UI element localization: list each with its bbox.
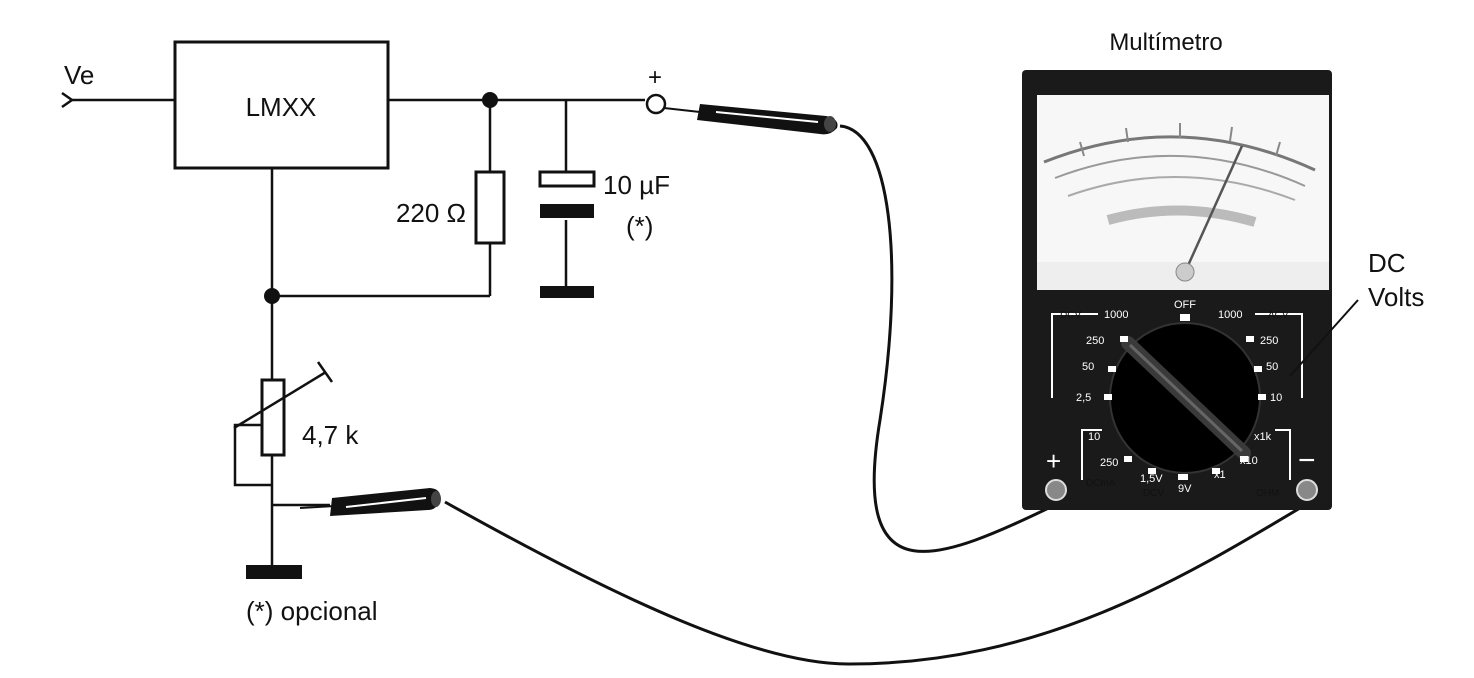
dial-bottom-250: 250	[1100, 457, 1118, 469]
plus-terminal-label: +	[648, 64, 662, 91]
potentiometer	[260, 378, 286, 457]
meter-display	[1037, 95, 1329, 290]
resistor-220	[474, 170, 506, 245]
dial-left-250: 250	[1086, 335, 1104, 347]
dial-x10: x10	[1240, 455, 1258, 467]
junction-mid	[264, 288, 280, 304]
dial-ticks	[1104, 314, 1266, 480]
input-label: Ve	[64, 60, 94, 90]
dial-right-250: 250	[1260, 335, 1278, 347]
mode-label-volts: Volts	[1368, 282, 1424, 312]
capacitor-ground	[540, 286, 594, 298]
dial-x1k: x1k	[1254, 431, 1272, 443]
regulator-block	[173, 40, 390, 170]
dial-bottom-10: 10	[1088, 431, 1100, 443]
mode-callout-line	[1289, 299, 1359, 377]
plus-jack[interactable]	[1045, 479, 1067, 501]
pot-label: 4,7 k	[302, 420, 359, 450]
mode-label-dc: DC	[1368, 248, 1406, 278]
minus-jack[interactable]	[1296, 479, 1318, 501]
dial-left-2-5: 2,5	[1076, 392, 1091, 404]
dial-ohm-tag: OHM	[1256, 488, 1279, 499]
red-probe	[663, 104, 838, 135]
meter-needle	[1184, 145, 1244, 271]
dial-right-50: 50	[1266, 361, 1278, 373]
minus-jack-label: −	[1298, 444, 1316, 477]
black-probe	[299, 488, 441, 516]
dial-off: OFF	[1174, 299, 1196, 311]
output-terminal	[645, 93, 667, 115]
dial-acv-tag: ACV	[1268, 310, 1289, 321]
circuit-wires	[70, 98, 645, 565]
multimeter-title: Multímetro	[1109, 29, 1222, 56]
dial-9v: 9V	[1178, 483, 1192, 495]
resistor-label: 220 Ω	[396, 198, 466, 228]
dial-dcv-tag: DCV	[1060, 310, 1081, 321]
dial-right-top: 1000	[1218, 309, 1242, 321]
dial-left-50: 50	[1082, 361, 1094, 373]
input-terminal	[61, 91, 75, 109]
needle-pivot	[1175, 262, 1195, 282]
ground-symbol	[246, 565, 302, 579]
regulator-label: LMXX	[246, 92, 317, 122]
junction-top	[482, 92, 498, 108]
dial-x1: x1	[1214, 469, 1226, 481]
potentiometer-arrow	[233, 370, 327, 430]
capacitor-plate-bottom	[540, 204, 594, 218]
dial-right-10: 10	[1270, 392, 1282, 404]
dial-frame	[1051, 313, 1303, 480]
capacitor-plate-top	[538, 170, 596, 188]
dial-1-5v: 1,5V	[1140, 473, 1163, 485]
footnote: (*) opcional	[246, 596, 378, 626]
dial-dcv-bottom-tag: DCV	[1143, 488, 1164, 499]
dial-left-top: 1000	[1104, 309, 1128, 321]
black-probe-cable	[444, 500, 1306, 666]
meter-scale	[1043, 123, 1316, 227]
capacitor-note: (*)	[626, 211, 653, 241]
capacitor-value: 10 µF	[603, 170, 670, 200]
dial-dcma-tag: DCmA	[1086, 478, 1116, 489]
red-probe-cable	[839, 124, 1056, 553]
plus-jack-label: +	[1046, 446, 1061, 476]
